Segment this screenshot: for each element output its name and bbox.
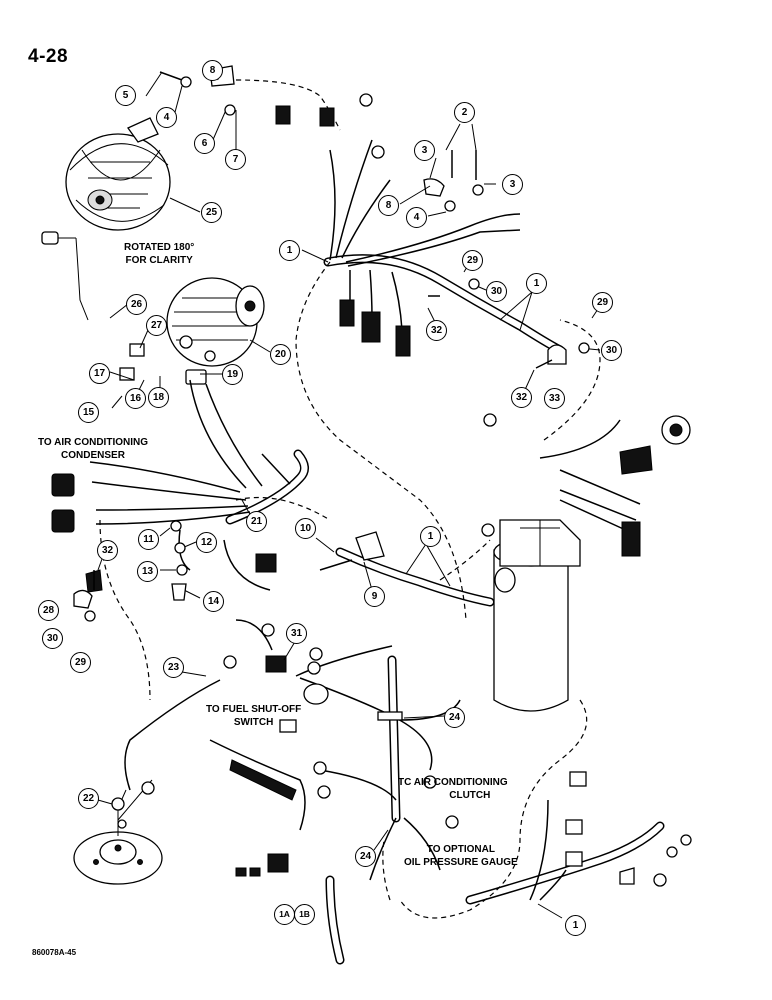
- callout-2: 2: [454, 102, 475, 123]
- callout-4: 4: [156, 107, 177, 128]
- callout-29: 29: [592, 292, 613, 313]
- callout-26: 26: [126, 294, 147, 315]
- callout-3: 3: [502, 174, 523, 195]
- callout-12: 12: [196, 532, 217, 553]
- dashed-routing-lines: [99, 79, 601, 919]
- callout-1: 1: [420, 526, 441, 547]
- callout-31: 31: [286, 623, 307, 644]
- callout-1: 1: [526, 273, 547, 294]
- callout-1a: 1A: [274, 904, 295, 925]
- alternator-rotated-drawing: [41, 117, 171, 321]
- callout-19: 19: [222, 364, 243, 385]
- callout-14: 14: [203, 591, 224, 612]
- ac-clutch-note-line-1: TC AIR CONDITIONING: [398, 777, 508, 788]
- callout-20: 20: [270, 344, 291, 365]
- callout-3: 3: [414, 140, 435, 161]
- figure-code: 860078A-45: [32, 948, 77, 957]
- filter-canister-drawing: [493, 519, 581, 712]
- callout-4: 4: [406, 207, 427, 228]
- sender-plate-drawing: [73, 779, 163, 885]
- alternator-drawing: [166, 277, 265, 385]
- callout-1: 1: [279, 240, 300, 261]
- callout-33: 33: [544, 388, 565, 409]
- callout-16: 16: [125, 388, 146, 409]
- callout-6: 6: [194, 133, 215, 154]
- callout-8: 8: [202, 60, 223, 81]
- callout-27: 27: [146, 315, 167, 336]
- callout-11: 11: [138, 529, 159, 550]
- callout-17: 17: [89, 363, 110, 384]
- callout-30: 30: [486, 281, 507, 302]
- rotated-note-line-2: FOR CLARITY: [125, 255, 193, 266]
- callout-30: 30: [601, 340, 622, 361]
- callout-24: 24: [444, 707, 465, 728]
- condenser-note-line-2: CONDENSER: [61, 450, 125, 461]
- callout-1: 1: [565, 915, 586, 936]
- air-conditioning-condenser-note: TO AIR CONDITIONING CONDENSER: [38, 436, 148, 462]
- callout-15: 15: [78, 402, 99, 423]
- ac-clutch-note: TC AIR CONDITIONING CLUTCH: [398, 776, 508, 802]
- leader-lines: [97, 71, 601, 919]
- callout-24: 24: [355, 846, 376, 867]
- callout-29: 29: [70, 652, 91, 673]
- callout-22: 22: [78, 788, 99, 809]
- oil-pressure-note: TO OPTIONAL OIL PRESSURE GAUGE: [404, 843, 518, 869]
- ac-clutch-note-line-2: CLUTCH: [449, 790, 491, 801]
- callout-21: 21: [246, 511, 267, 532]
- callout-23: 23: [163, 657, 184, 678]
- oil-pressure-note-line-2: OIL PRESSURE GAUGE: [404, 857, 518, 868]
- page-number: 4-28: [28, 46, 69, 67]
- callout-18: 18: [148, 387, 169, 408]
- callout-28: 28: [38, 600, 59, 621]
- callout-9: 9: [364, 586, 385, 607]
- fuel-shutoff-note-line-1: TO FUEL SHUT-OFF: [206, 704, 302, 715]
- callout-7: 7: [225, 149, 246, 170]
- oil-pressure-note-line-1: TO OPTIONAL: [426, 844, 495, 855]
- callout-13: 13: [137, 561, 158, 582]
- main-harness-lines: [89, 139, 665, 965]
- rotated-note: ROTATED 180° FOR CLARITY: [124, 241, 194, 267]
- callout-32: 32: [97, 540, 118, 561]
- callout-10: 10: [295, 518, 316, 539]
- callout-32: 32: [511, 387, 532, 408]
- fuel-shutoff-note-line-2: SWITCH: [233, 717, 274, 728]
- hardware-bolts: [84, 71, 635, 885]
- condenser-note-line-1: TO AIR CONDITIONING: [38, 437, 148, 448]
- callout-5: 5: [115, 85, 136, 106]
- callout-8: 8: [378, 195, 399, 216]
- callout-30: 30: [42, 628, 63, 649]
- callout-1b: 1B: [294, 904, 315, 925]
- callout-32: 32: [426, 320, 447, 341]
- terminals-and-clips: [73, 65, 692, 887]
- callout-25: 25: [201, 202, 222, 223]
- callout-29: 29: [462, 250, 483, 271]
- rotated-note-line-1: ROTATED 180°: [124, 242, 195, 253]
- fuel-shutoff-note: TO FUEL SHUT-OFF SWITCH: [206, 703, 301, 729]
